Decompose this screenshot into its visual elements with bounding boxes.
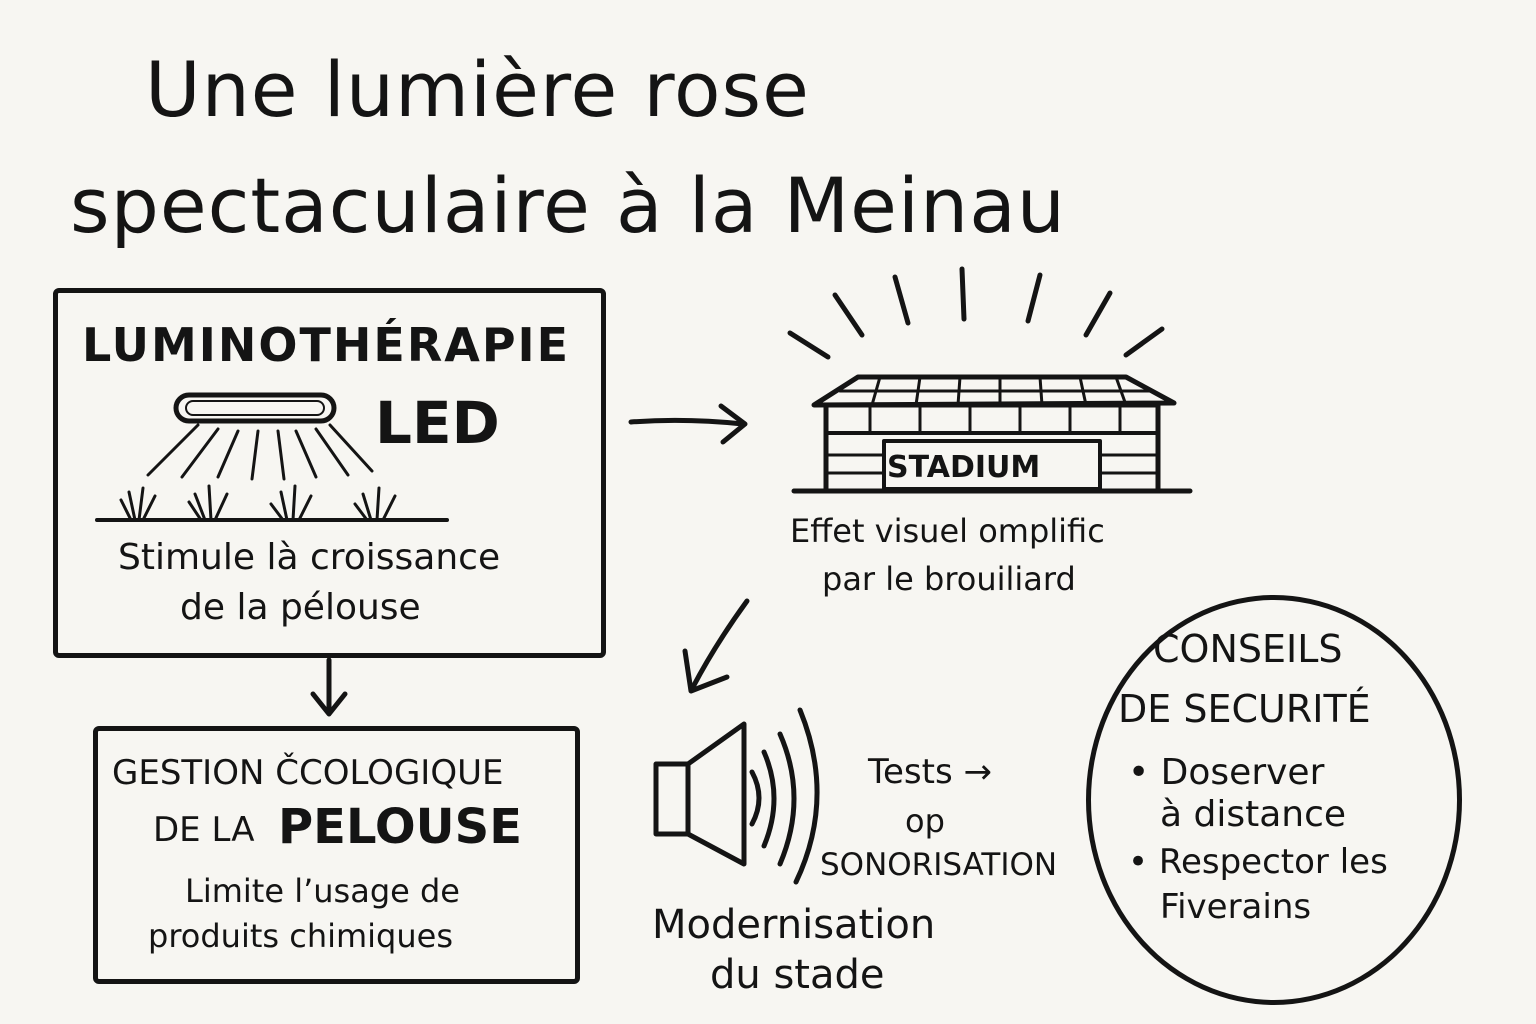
speaker-icon — [653, 721, 762, 867]
tests-op-label: op — [905, 802, 945, 840]
luminotherapie-description-line-1: Stimule là croissance — [118, 537, 501, 578]
gestion-heading-prefix: DE LA — [153, 810, 255, 850]
sound-wave-icon — [761, 707, 820, 885]
title-line-2: spectaculaire à la Meinau — [70, 161, 1066, 250]
grass-icon — [95, 484, 449, 522]
conseils-bullet-2-line-2: Fiverains — [1160, 887, 1312, 927]
conseils-heading-line-1: CONSEILS — [1153, 627, 1343, 671]
title-line-1: Une lumière rose — [145, 45, 810, 134]
arrow-down-icon — [310, 657, 348, 717]
conseils-ellipse — [1086, 595, 1462, 1005]
stadium-icon — [787, 266, 1193, 494]
luminotherapie-box — [53, 288, 606, 658]
led-lamp-icon — [146, 392, 374, 481]
modernisation-label-line-2: du stade — [710, 952, 885, 998]
conseils-bullet-1-line-1: • Doserver — [1128, 752, 1325, 793]
conseils-heading-line-2: DE SECURITÉ — [1118, 687, 1371, 731]
stadium-description-line-2: par le brouiliard — [822, 560, 1076, 598]
gestion-heading-line-1: GESTION ČCOLOGIQUE — [112, 753, 504, 793]
modernisation-label-line-1: Modernisation — [652, 902, 936, 948]
stadium-description-line-1: Effet visuel omplific — [790, 512, 1105, 550]
gestion-heading-emphasis: PELOUSE — [278, 799, 522, 855]
conseils-bullet-1-line-2: à distance — [1160, 794, 1347, 835]
luminotherapie-description-line-2: de la pélouse — [180, 587, 421, 628]
luminotherapie-heading: LUMINOTHÉRAPIE — [82, 318, 571, 372]
gestion-description-line-1: Limite l’usage de — [185, 872, 460, 910]
tests-label: Tests → — [868, 752, 992, 792]
stadium-label: STADIUM — [887, 450, 1041, 485]
luminotherapie-led-label: LED — [375, 389, 500, 457]
arrow-to-stadium-icon — [628, 403, 748, 445]
sonorisation-label: SONORISATION — [820, 847, 1058, 883]
gestion-box — [93, 726, 580, 984]
arrow-diagonal-icon — [682, 598, 750, 694]
conseils-bullet-2-line-1: • Respector les — [1128, 842, 1388, 882]
gestion-description-line-2: produits chimiques — [148, 917, 453, 955]
